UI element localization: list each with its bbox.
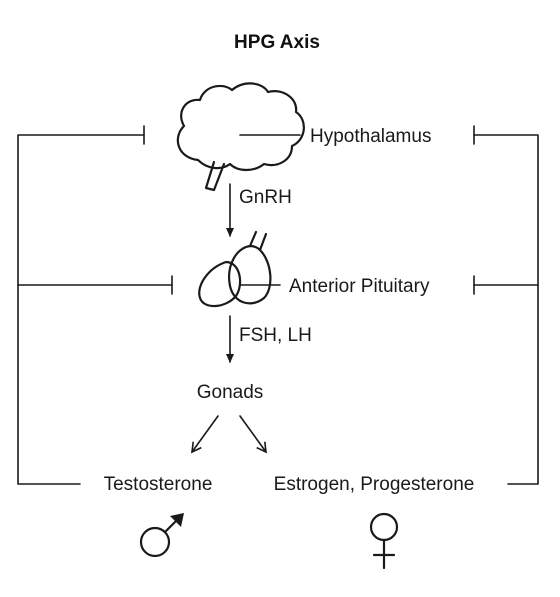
right-negative-feedback-loop — [473, 125, 539, 485]
node-gonads: Gonads — [197, 382, 264, 403]
brain-icon — [176, 82, 305, 192]
edge-label-gnrh: GnRH — [239, 187, 292, 208]
left-negative-feedback-loop — [17, 125, 173, 485]
arrow-gonads-to-estrogen — [239, 415, 267, 454]
edge-label-fsh-lh: FSH, LH — [239, 325, 312, 346]
pituitary-gland-icon — [198, 230, 272, 308]
node-testosterone: Testosterone — [104, 474, 213, 495]
male-symbol-icon — [139, 513, 184, 558]
arrow-gonads-to-testosterone — [191, 415, 219, 454]
node-anterior-pituitary: Anterior Pituitary — [289, 276, 430, 297]
node-estrogen-progesterone: Estrogen, Progesterone — [274, 474, 475, 495]
node-hypothalamus: Hypothalamus — [310, 126, 431, 147]
female-symbol-icon — [369, 512, 399, 570]
diagram-title: HPG Axis — [234, 32, 320, 53]
